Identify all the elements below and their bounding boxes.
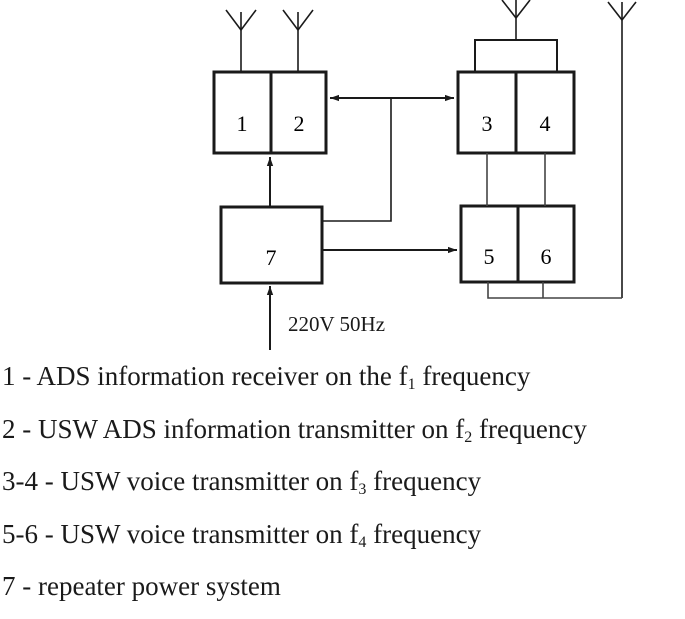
block-3-label: 3: [482, 111, 493, 136]
block-4-label: 4: [540, 111, 551, 136]
antenna-3-4-icon: [501, 0, 531, 40]
block-1-label: 1: [237, 111, 248, 136]
block-6-label: 6: [541, 244, 552, 269]
legend: 1 - ADS information receiver on the f1 f…: [2, 356, 587, 619]
legend-item: 7 - repeater power system: [2, 571, 281, 601]
legend-item: 1 - ADS information receiver on the f1 f…: [2, 361, 531, 393]
link-7-to-bus: [322, 98, 392, 222]
legend-item: 5-6 - USW voice transmitter on f4 freque…: [2, 518, 482, 551]
block-5-6: 5 6: [459, 204, 576, 284]
block-2-label: 2: [294, 111, 305, 136]
legend-item: 2 - USW ADS information transmitter on f…: [2, 413, 587, 446]
feed-5-6-to-antenna: [487, 282, 622, 299]
block-1-2: 1 2: [212, 70, 328, 155]
antenna-5-6-icon: [607, 1, 637, 298]
block-diagram: 1 2 3 4 5 6 7: [212, 0, 637, 350]
bracket-3-4: [474, 39, 558, 72]
block-3-4: 3 4: [456, 70, 576, 155]
power-input-label: 220V 50Hz: [288, 312, 386, 336]
antenna-2-icon: [282, 9, 314, 72]
legend-item: 3-4 - USW voice transmitter on f3 freque…: [2, 466, 482, 498]
block-7: 7: [219, 205, 324, 285]
antenna-1-icon: [225, 9, 257, 72]
block-7-label: 7: [266, 245, 277, 270]
block-5-label: 5: [484, 244, 495, 269]
